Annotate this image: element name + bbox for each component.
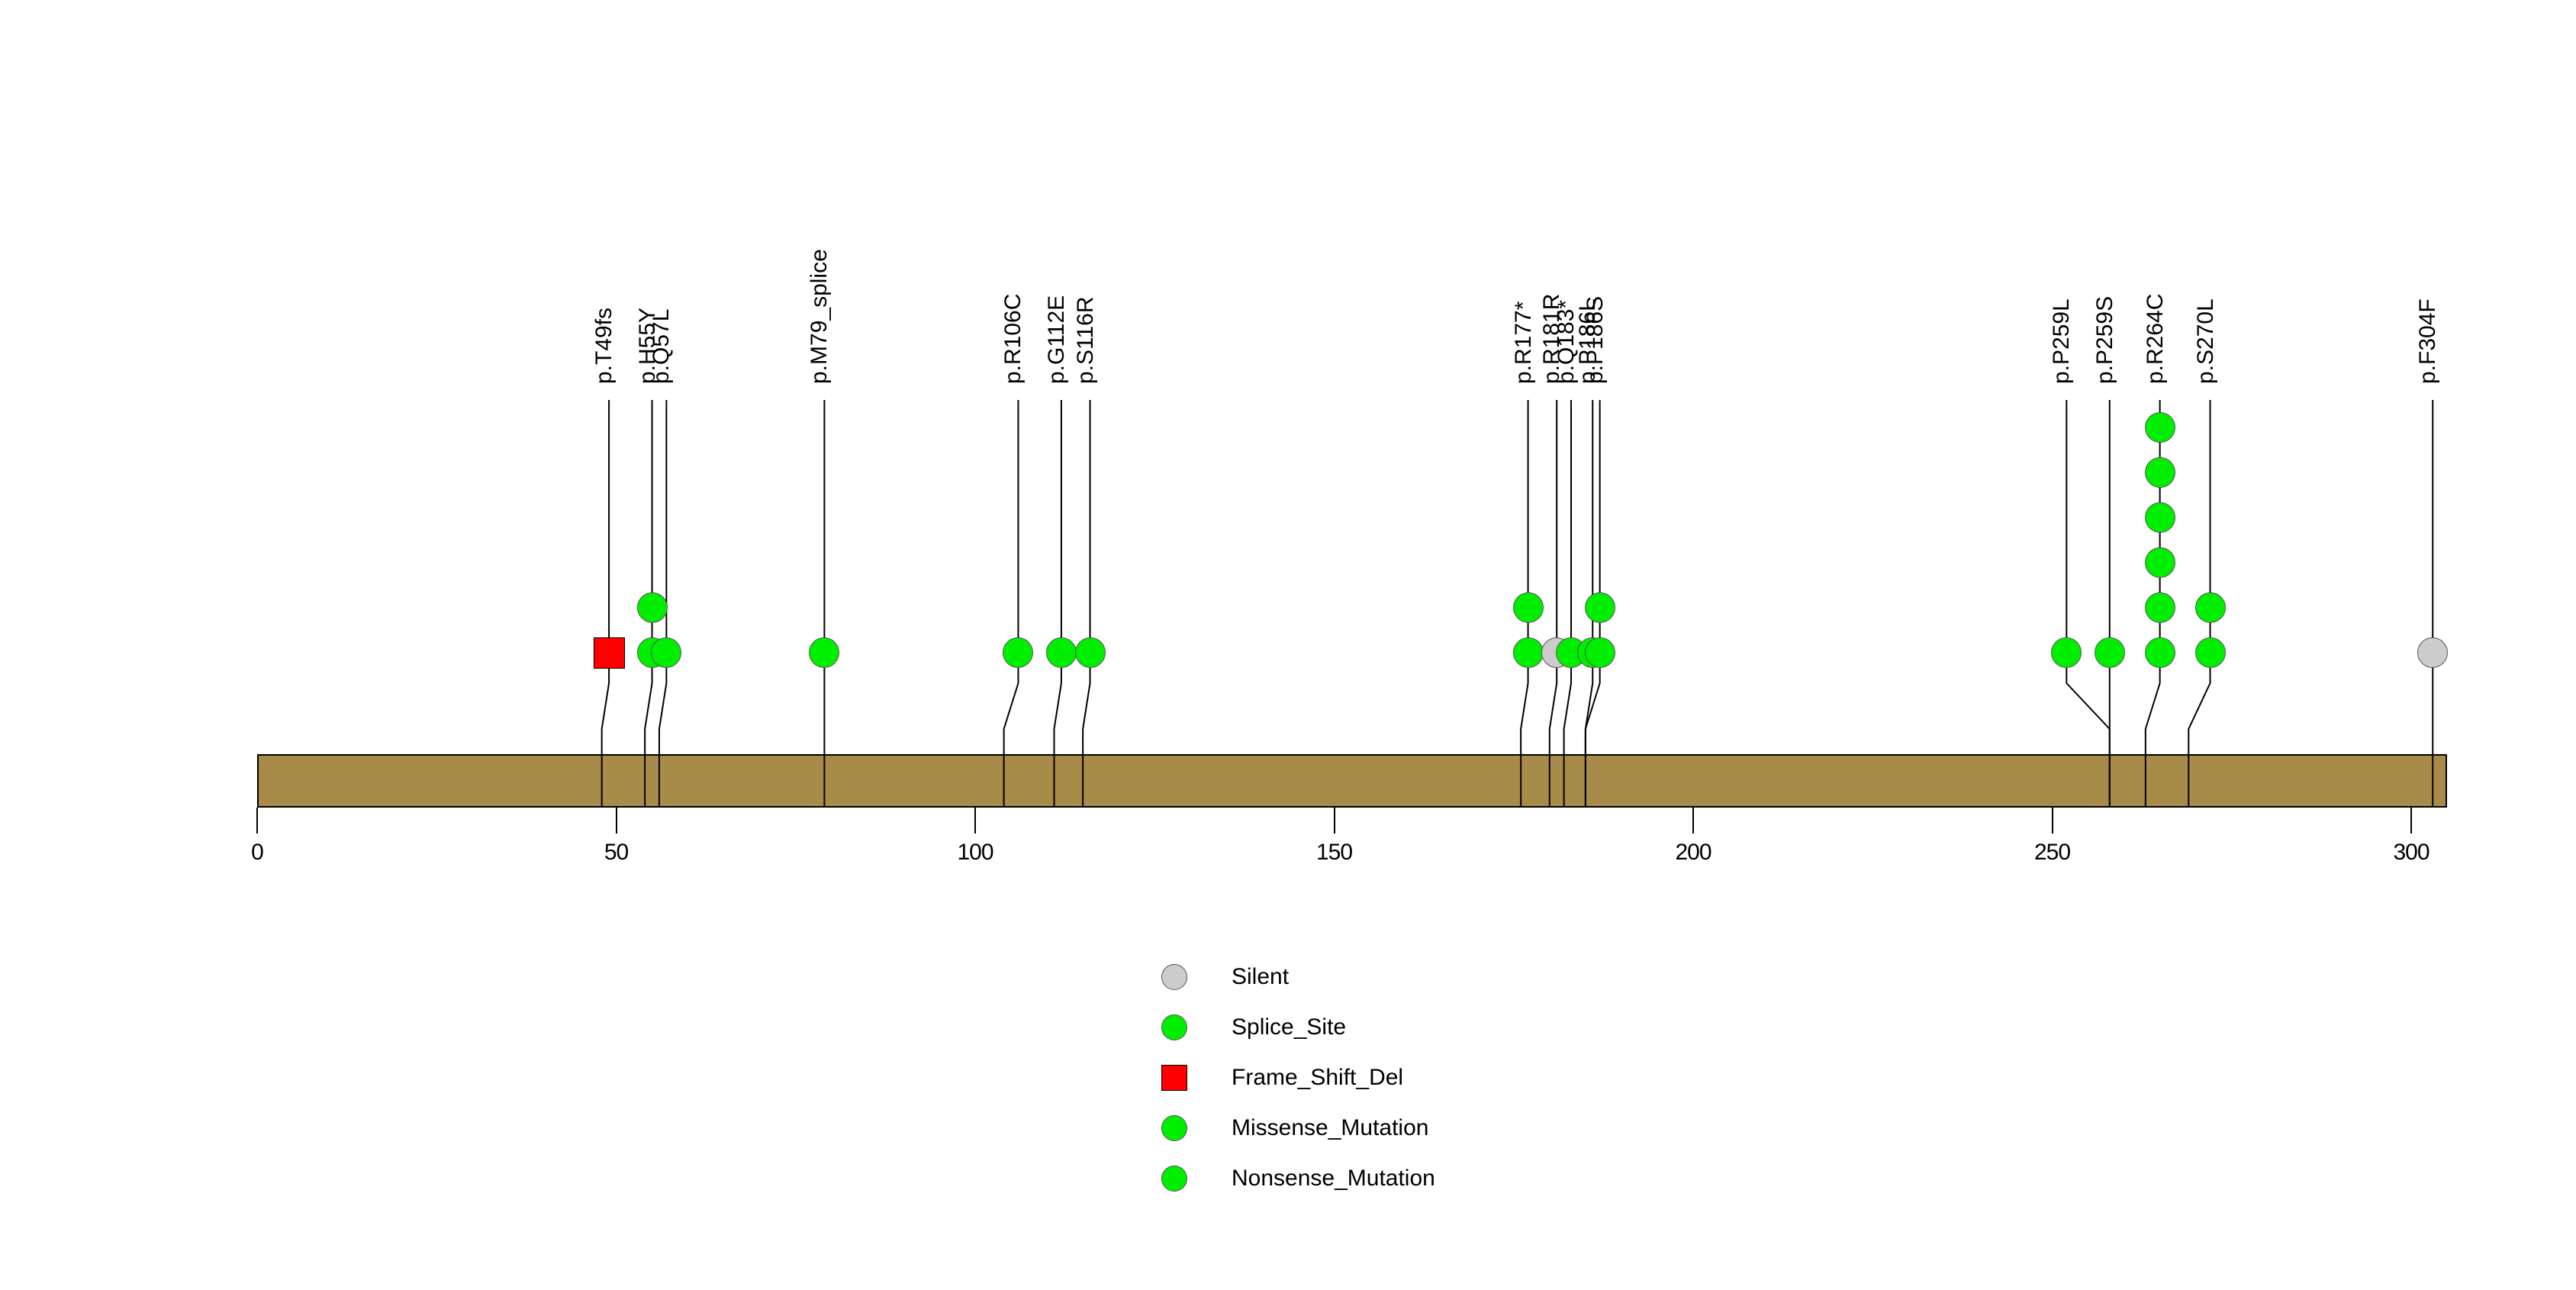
legend-item[interactable]: Nonsense_Mutation xyxy=(1161,1166,1435,1192)
legend-swatch-square-icon xyxy=(1161,1065,1187,1091)
mutation-marker[interactable] xyxy=(809,637,840,668)
legend-label: Silent xyxy=(1232,964,1290,989)
axis-tick-label: 150 xyxy=(1315,840,1353,865)
legend-item[interactable]: Silent xyxy=(1161,964,1289,990)
mutation-marker[interactable] xyxy=(1045,637,1077,668)
legend-label: Nonsense_Mutation xyxy=(1232,1166,1435,1191)
lollipop-stem xyxy=(1053,400,1062,808)
legend-label: Splice_Site xyxy=(1232,1014,1347,1040)
mutation-marker[interactable] xyxy=(2144,502,2175,533)
mutation-marker[interactable] xyxy=(1584,637,1615,668)
mutation-marker[interactable] xyxy=(593,637,625,669)
mutation-label: p.P186S xyxy=(1582,295,1608,384)
axis-tick-label: 300 xyxy=(2393,840,2429,865)
mutation-marker[interactable] xyxy=(2144,592,2175,623)
mutation-label: p.T49fs xyxy=(591,307,617,384)
legend-swatch-circle-icon xyxy=(1161,1014,1187,1040)
mutation-marker[interactable] xyxy=(2144,457,2175,488)
mutation-label: p.R264C xyxy=(2142,293,2168,384)
mutation-marker[interactable] xyxy=(1003,637,1034,668)
mutation-marker[interactable] xyxy=(2051,637,2082,668)
lollipop-stem xyxy=(1082,400,1091,808)
mutation-marker[interactable] xyxy=(1584,592,1615,623)
axis-tick-label: 50 xyxy=(604,840,629,865)
axis-tick xyxy=(615,808,617,834)
mutation-label: p.M79_splice xyxy=(807,249,832,384)
legend-label: Missense_Mutation xyxy=(1232,1115,1429,1140)
mutation-marker[interactable] xyxy=(651,637,682,668)
mutation-label: p.R106C xyxy=(1000,293,1026,384)
axis-tick-label: 100 xyxy=(957,840,993,865)
lollipop-stem xyxy=(1003,400,1019,808)
mutation-marker[interactable] xyxy=(2194,637,2226,668)
protein-backbone-bar xyxy=(257,754,2448,808)
mutation-label: p.P259S xyxy=(2091,295,2117,384)
mutation-marker[interactable] xyxy=(2144,637,2175,668)
axis-tick xyxy=(974,808,976,834)
lollipop-stem xyxy=(2066,400,2111,808)
axis-tick xyxy=(2051,808,2053,834)
mutation-label: p.F304F xyxy=(2415,298,2441,384)
axis-tick xyxy=(1333,808,1335,834)
mutation-marker[interactable] xyxy=(1512,637,1544,668)
legend-swatch-circle-icon xyxy=(1161,1115,1187,1141)
mutation-label: p.S270L xyxy=(2192,298,2218,384)
mutation-marker[interactable] xyxy=(1074,637,1106,668)
legend-item[interactable]: Frame_Shift_Del xyxy=(1161,1065,1403,1091)
mutation-label: p.S116R xyxy=(1072,296,1098,384)
axis-tick-label: 250 xyxy=(2033,840,2071,865)
mutation-marker[interactable] xyxy=(2144,412,2175,443)
legend-item[interactable]: Missense_Mutation xyxy=(1161,1115,1428,1141)
mutation-label: p.P259L xyxy=(2049,298,2075,384)
mutation-marker[interactable] xyxy=(2094,637,2125,668)
legend-item[interactable]: Splice_Site xyxy=(1161,1014,1346,1040)
mutation-marker[interactable] xyxy=(636,592,668,623)
legend-swatch-circle-icon xyxy=(1161,1166,1187,1192)
legend-label: Frame_Shift_Del xyxy=(1232,1065,1404,1090)
lollipop-stem xyxy=(601,400,610,808)
axis-tick-label: 200 xyxy=(1675,840,1711,865)
mutation-label: p.G112E xyxy=(1043,295,1069,384)
mutation-marker[interactable] xyxy=(2144,547,2175,578)
legend-swatch-circle-icon xyxy=(1161,964,1187,990)
axis-tick xyxy=(256,808,258,834)
mutation-label: p.R177* xyxy=(1510,301,1536,384)
axis-tick-label: 0 xyxy=(251,840,264,865)
axis-tick xyxy=(1692,808,1694,834)
mutation-marker[interactable] xyxy=(1512,592,1544,623)
mutation-label: p.Q57L xyxy=(649,308,675,384)
lollipop-stem xyxy=(1563,400,1573,808)
lollipop-stem xyxy=(1548,400,1558,808)
mutation-marker[interactable] xyxy=(2194,592,2226,623)
axis-tick xyxy=(2410,808,2412,834)
mutation-marker[interactable] xyxy=(2417,637,2449,668)
